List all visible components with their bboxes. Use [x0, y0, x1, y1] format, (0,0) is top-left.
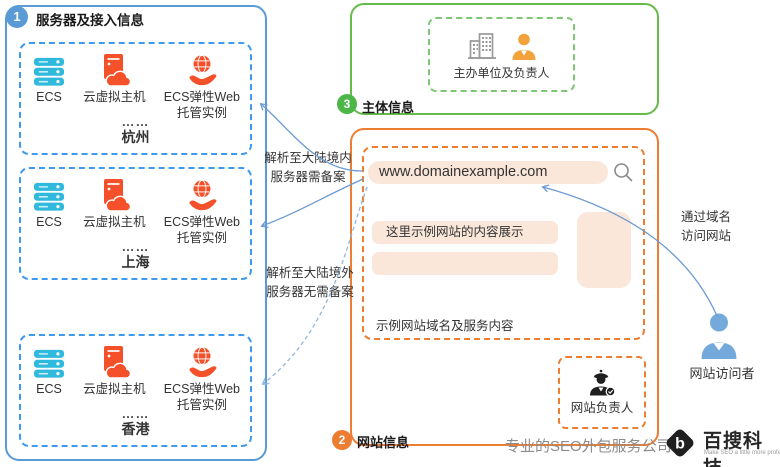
baisou-logo-icon: b: [662, 425, 698, 461]
subject-section: [350, 3, 659, 115]
website-caption: 示例网站域名及服务内容: [376, 319, 514, 333]
cloud-host-label: 云虚拟主机: [83, 382, 146, 396]
website-title: 网站信息: [357, 435, 410, 450]
site-owner-label: 网站负责人: [570, 400, 634, 415]
content-side-block: [577, 212, 631, 288]
city-label-shanghai: 上海: [121, 254, 150, 270]
note-domestic-filing: 解析至大陆境内服务器需备案: [264, 151, 352, 185]
ecs-item: ECS: [33, 346, 65, 398]
ecs-label: ECS: [36, 90, 62, 104]
cloud-host-item: 云虚拟主机: [83, 346, 146, 398]
ecs-item: ECS: [33, 179, 65, 231]
domain-address-bar: www.domainexample.com: [368, 161, 608, 184]
cloud-host-label: 云虚拟主机: [83, 90, 146, 104]
subject-card-label: 主办单位及负责人: [453, 65, 550, 80]
cloud-server-icon: [97, 179, 132, 212]
person-icon: [511, 33, 537, 61]
subject-card: 主办单位及负责人: [428, 17, 575, 92]
city-label-hangzhou: 杭州: [121, 129, 150, 145]
subject-badge: 3: [337, 94, 357, 114]
visitor-label: 网站访问者: [689, 366, 755, 381]
seo-slogan: 专业的SEO外包服务公司: [505, 438, 672, 455]
cloud-server-icon: [97, 346, 132, 379]
ecs-label: ECS: [36, 382, 62, 396]
server-stack-icon: [33, 346, 65, 379]
content-empty-block: [372, 252, 558, 275]
ellipsis-text: ……: [121, 406, 150, 421]
cloud-host-item: 云虚拟主机: [83, 179, 146, 231]
server-stack-icon: [33, 54, 65, 87]
servers-title: 服务器及接入信息: [36, 13, 144, 28]
visitor-person-icon: [699, 312, 739, 360]
note-overseas-no-filing: 解析至大陆境外服务器无需备案: [266, 266, 354, 300]
building-icon: [467, 31, 497, 61]
site-owner-card: 网站负责人: [558, 356, 646, 429]
cloud-server-icon: [97, 54, 132, 87]
ecs-label: ECS: [36, 215, 62, 229]
brand-name: 百搜科技: [703, 431, 764, 467]
cloud-host-item: 云虚拟主机: [83, 54, 146, 106]
globe-hand-icon: [185, 54, 219, 87]
ecs-item: ECS: [33, 54, 65, 106]
note-visit-by-domain: 通过域名访问网站: [680, 210, 731, 244]
cloud-host-label: 云虚拟主机: [83, 215, 146, 229]
server-stack-icon: [33, 179, 65, 212]
website-badge: 2: [332, 430, 352, 450]
admin-person-icon: [588, 369, 616, 397]
ellipsis-text: ……: [121, 239, 150, 254]
subject-title: 主体信息: [362, 100, 415, 115]
brand-tagline: Make SEO a little more professional: [704, 450, 780, 456]
logo-letter: b: [675, 436, 685, 453]
ellipsis-text: ……: [121, 114, 150, 129]
city-label-hongkong: 香港: [121, 421, 150, 437]
content-placeholder-block: 这里示例网站的内容展示: [372, 221, 558, 244]
globe-hand-icon: [185, 346, 219, 379]
servers-badge: 1: [6, 6, 28, 28]
search-icon: [612, 161, 634, 183]
globe-hand-icon: [185, 179, 219, 212]
